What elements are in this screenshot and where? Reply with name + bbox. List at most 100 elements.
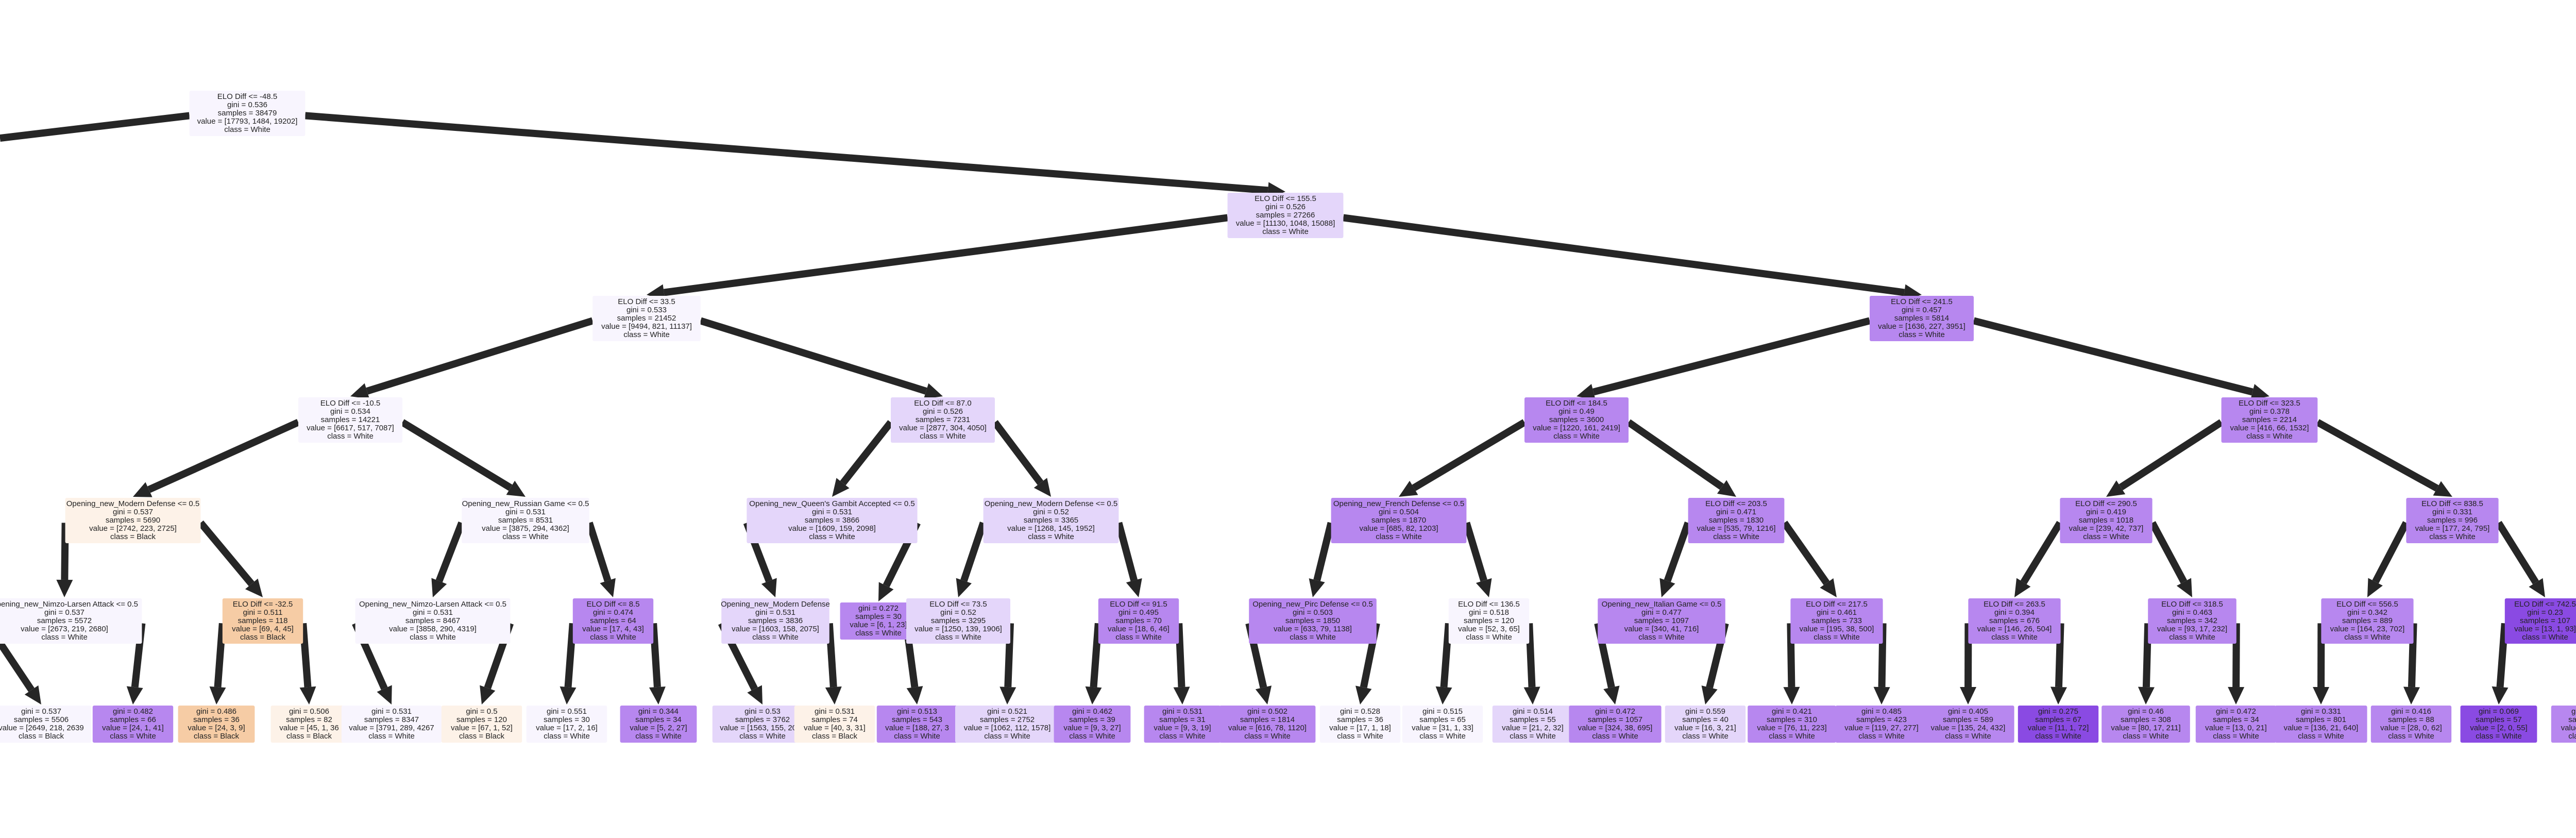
node-text-line: gini = 0.331 — [2432, 508, 2472, 516]
node-text-line: class = White — [1466, 633, 1512, 642]
arrow-head — [1873, 686, 1890, 705]
node-text-line: samples = 996 — [2427, 516, 2478, 525]
node-text-line: gini = 0.421 — [1772, 707, 1812, 716]
arrow-head — [923, 383, 943, 399]
incoming-tree-edge — [0, 112, 190, 142]
node-box — [1319, 706, 1401, 743]
node-text-line: samples = 39 — [1069, 715, 1115, 724]
node-text-line: gini = 0.477 — [1641, 608, 1682, 617]
node-text-line: samples = 14221 — [321, 415, 380, 424]
tree-edge — [2495, 521, 2539, 584]
node-text-line: value = [21, 2, 32] — [1502, 724, 1564, 732]
node-text-line: class = White — [1899, 330, 1945, 339]
tree-edge — [1626, 419, 1724, 490]
node-text-line: gini = 0.526 — [1265, 203, 1306, 211]
tree-edge — [2149, 521, 2188, 584]
node-text-line: gini = 0.502 — [1247, 707, 1287, 716]
node-box — [1598, 598, 1725, 644]
node-text-line: value = [1220, 161, 2419] — [1533, 424, 1620, 432]
node-text-line: gini = 0.531 — [815, 707, 855, 716]
node-text-line: Opening_new_Russian Game <= 0.5 — [462, 499, 589, 508]
tree-edge — [1175, 623, 1185, 688]
node-text-line: value = [11, 1, 72] — [2028, 724, 2089, 732]
arrow-head — [209, 686, 226, 705]
node-text-line: samples = 3836 — [748, 616, 803, 625]
node-box — [2102, 706, 2190, 743]
tree-edge — [1115, 522, 1138, 581]
tree-edge — [299, 623, 312, 688]
node-text-line: class = White — [752, 633, 799, 642]
node-text-line: gini = 0.472 — [2216, 707, 2256, 716]
tree-edge — [1440, 623, 1452, 688]
node-box — [876, 706, 958, 743]
node-text-line: samples = 8467 — [405, 616, 460, 625]
arrow-head — [1399, 480, 1418, 497]
tree-edge — [61, 523, 69, 580]
node-text-line: value = [6, 1, 23] — [850, 621, 907, 629]
arrow-head — [747, 685, 762, 705]
node-text-line: ELO Diff <= -32.5 — [233, 600, 293, 609]
node-box — [1665, 706, 1746, 743]
tree-split-node: Opening_new_Nimzo-Larsen Attack <= 0.5gi… — [355, 598, 511, 644]
node-text-line: samples = 1830 — [1709, 516, 1764, 525]
arrow-head — [2250, 384, 2269, 400]
node-box — [983, 498, 1119, 543]
node-text-line: gini = 0.537 — [21, 707, 61, 716]
node-text-line: gini = 0.531 — [812, 508, 852, 516]
node-text-line: samples = 543 — [892, 715, 942, 724]
node-text-line: value = [3875, 294, 4362] — [482, 524, 569, 533]
node-text-line: value = [16, 3, 21] — [1674, 724, 1736, 732]
node-box — [462, 498, 589, 543]
node-text-line: value = [1062, 112, 1578] — [964, 724, 1051, 732]
node-text-line: value = [416, 66, 1532] — [2230, 424, 2309, 432]
node-text-line: class = White — [920, 432, 966, 441]
node-text-line: class = White — [935, 633, 981, 642]
node-text-line: ELO Diff <= 73.5 — [929, 600, 987, 609]
node-box — [178, 706, 255, 743]
tree-edge — [1664, 522, 1692, 582]
tree-edge — [699, 317, 927, 395]
node-text-line: ELO Diff <= 136.5 — [1458, 600, 1520, 609]
node-text-line: value = [31, 1, 33] — [1412, 724, 1473, 732]
node-text-line: gini = 0.503 — [1293, 608, 1333, 617]
node-text-line: value = [80, 17, 211] — [2111, 724, 2180, 732]
node-text-line: samples = 64 — [590, 616, 636, 625]
node-text-line: samples = 3295 — [931, 616, 986, 625]
arrow-head — [1476, 578, 1492, 597]
node-box — [712, 706, 813, 743]
node-text-line: ELO Diff <= 838.5 — [2421, 499, 2483, 508]
node-text-line: gini = 0.342 — [2347, 608, 2387, 617]
node-box — [355, 598, 511, 644]
node-text-line: samples = 40 — [1682, 715, 1728, 724]
node-text-line: samples = 1870 — [1371, 516, 1426, 525]
node-text-line: value = [1603, 158, 2075] — [732, 625, 819, 633]
node-text-line: samples = 3866 — [805, 516, 859, 525]
node-text-line: value = [45, 1, 36 — [279, 724, 339, 732]
node-box — [2460, 706, 2537, 743]
tree-edge — [400, 419, 513, 491]
node-text-line: value = [40, 3, 31] — [804, 724, 866, 732]
node-text-line: ELO Diff <= 318.5 — [2161, 600, 2223, 609]
arrow-head — [2050, 686, 2067, 705]
node-text-line: gini = 0.514 — [1513, 707, 1553, 716]
node-text-line: gini = 0.49 — [1558, 407, 1595, 416]
node-text-line: samples = 1097 — [1634, 616, 1689, 625]
node-text-line: gini = 0.462 — [1072, 707, 1112, 716]
node-text-line: class = Black — [19, 732, 64, 741]
arrow-head — [133, 482, 152, 497]
node-text-line: class = White — [1510, 732, 1556, 741]
node-text-line: samples = 30 — [544, 715, 590, 724]
node-box — [1790, 598, 1883, 644]
